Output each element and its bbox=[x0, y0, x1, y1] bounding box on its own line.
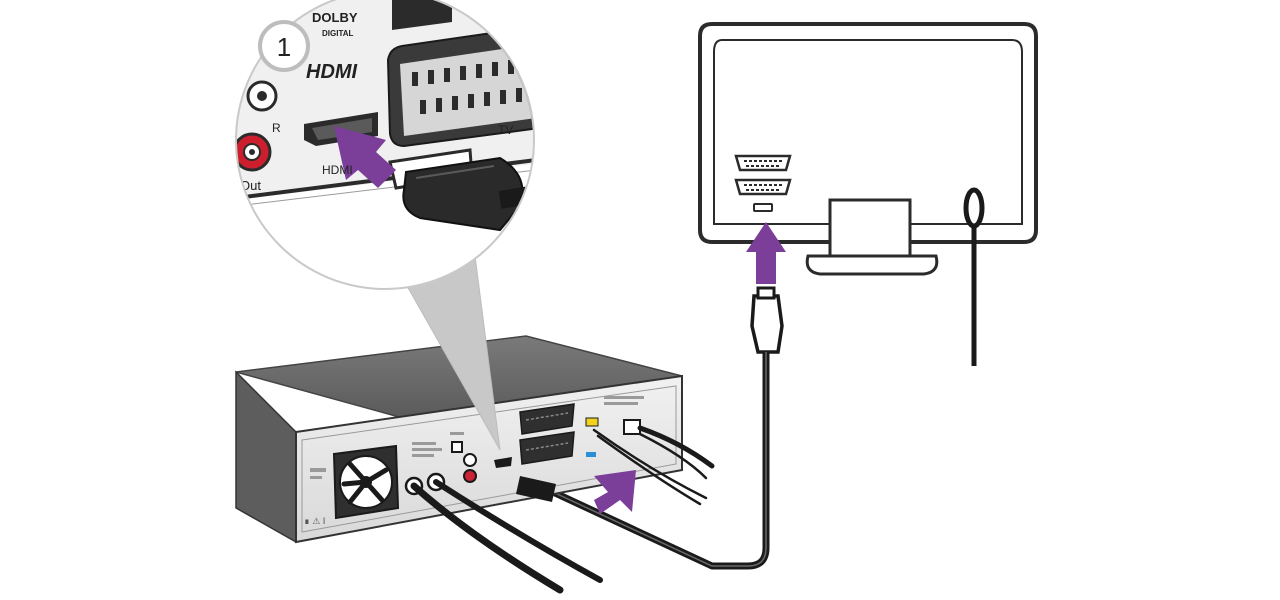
video-socket-yellow bbox=[585, 417, 599, 427]
television bbox=[698, 22, 1038, 366]
tv-scart-socket-1 bbox=[734, 154, 792, 172]
push-arrow-icon-box bbox=[594, 470, 636, 514]
zoom-scart-socket bbox=[386, 24, 533, 148]
zoom-callout: DOLBY DIGITAL HDMI HDMI R Out TV 1 bbox=[235, 0, 535, 451]
tv-inner-bezel bbox=[713, 39, 1023, 225]
cooling-fan-icon bbox=[332, 444, 400, 520]
box-side-panel bbox=[235, 370, 297, 544]
box-cables bbox=[410, 425, 715, 594]
push-arrow-icon bbox=[746, 222, 786, 284]
tv-scart-socket-2 bbox=[734, 178, 792, 196]
box-hdmi-socket bbox=[494, 457, 512, 468]
socket-blue bbox=[586, 452, 596, 457]
ethernet-socket-icon bbox=[623, 419, 641, 435]
svg-text:∎ ⚠ Ⅰ: ∎ ⚠ Ⅰ bbox=[304, 516, 325, 526]
zoom-audio-r-label: R bbox=[272, 121, 281, 135]
optical-socket-icon bbox=[451, 441, 463, 453]
tv-stand-base bbox=[805, 254, 939, 276]
zoom-push-arrow-icon bbox=[334, 126, 396, 188]
rca-socket-icon bbox=[463, 453, 477, 483]
step-number: 1 bbox=[277, 32, 291, 62]
zoom-top-connector bbox=[392, 0, 452, 30]
step-badge: 1 bbox=[258, 20, 310, 72]
zoom-digital-label: DIGITAL bbox=[322, 29, 354, 38]
tv-power-plug bbox=[963, 187, 985, 229]
box-hdmi-plug bbox=[516, 476, 556, 502]
zoom-rca-socket-top bbox=[246, 80, 278, 112]
hdmi-cable-plug-icon bbox=[750, 294, 784, 354]
tv-hdmi-socket bbox=[753, 203, 773, 212]
hdmi-cable bbox=[538, 286, 784, 570]
zoom-hdmi-port-label: HDMI bbox=[322, 163, 353, 177]
zoom-rca-socket-red bbox=[237, 132, 272, 172]
zoom-dolby-label: DOLBY bbox=[312, 10, 358, 25]
rear-panel-markings: ∎ ⚠ Ⅰ bbox=[304, 396, 644, 526]
scart-socket-icon bbox=[519, 403, 575, 465]
tv-stand-neck bbox=[828, 198, 912, 260]
zoom-scart-tv-label: TV bbox=[498, 123, 513, 137]
zoom-hdmi-logo: HDMI bbox=[306, 61, 358, 83]
